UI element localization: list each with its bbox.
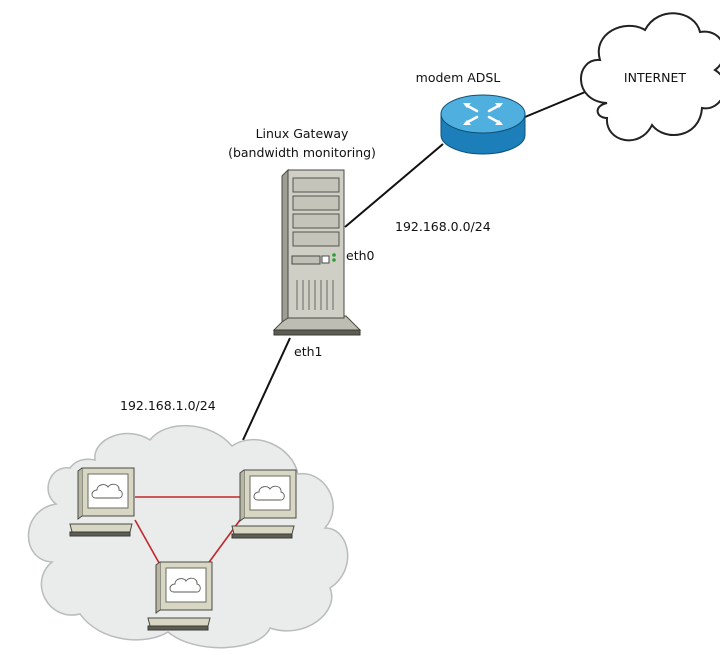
wan-subnet-label: 192.168.0.0/24 — [395, 219, 491, 234]
gateway-label-line2: (bandwidth monitoring) — [228, 145, 376, 160]
modem-label: modem ADSL — [416, 70, 501, 85]
workstation-left-icon — [69, 467, 135, 537]
internet-label: INTERNET — [624, 70, 687, 85]
workstation-bottom-icon — [147, 561, 213, 631]
link-gateway-modem — [344, 143, 444, 228]
eth1-label: eth1 — [294, 344, 322, 359]
eth0-label: eth0 — [346, 248, 375, 263]
modem-router-icon — [440, 94, 526, 155]
lan-subnet-label: 192.168.1.0/24 — [120, 398, 216, 413]
workstation-right-icon — [231, 469, 297, 539]
link-gateway-lan — [242, 337, 291, 441]
internet-cloud-icon — [580, 12, 720, 142]
gateway-server-tower-icon — [272, 168, 362, 336]
lan-cloud-icon — [27, 424, 349, 649]
gateway-label-line1: Linux Gateway — [256, 126, 349, 141]
